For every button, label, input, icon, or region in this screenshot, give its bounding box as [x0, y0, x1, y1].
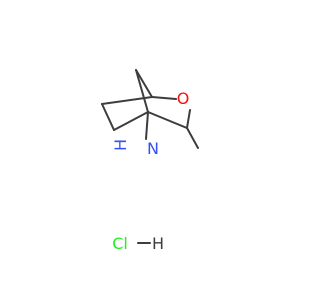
bond-c2-o [151, 96, 177, 100]
amine-h-label: H [111, 139, 130, 151]
oxygen-atom-label: O [177, 89, 190, 108]
bond-c6-c3 [113, 111, 149, 131]
molecule-drawing: O N H Cl H [101, 69, 199, 253]
bond-c1-c2 [135, 69, 153, 98]
structure-canvas: O N H Cl H [101, 69, 199, 253]
chlorine-atom-label: Cl [112, 234, 128, 253]
bond-o-c4 [186, 109, 191, 129]
bond-c1-c3 [135, 69, 149, 113]
hydrogen-atom-label: H [152, 234, 164, 253]
bond-c4-methyl [186, 127, 199, 149]
amine-n-label: N [147, 139, 159, 158]
bond-c3-n [145, 111, 149, 140]
bond-c5-c6 [101, 103, 115, 131]
bond-c2-c5 [101, 96, 153, 105]
bond-c4-c3 [147, 111, 188, 129]
